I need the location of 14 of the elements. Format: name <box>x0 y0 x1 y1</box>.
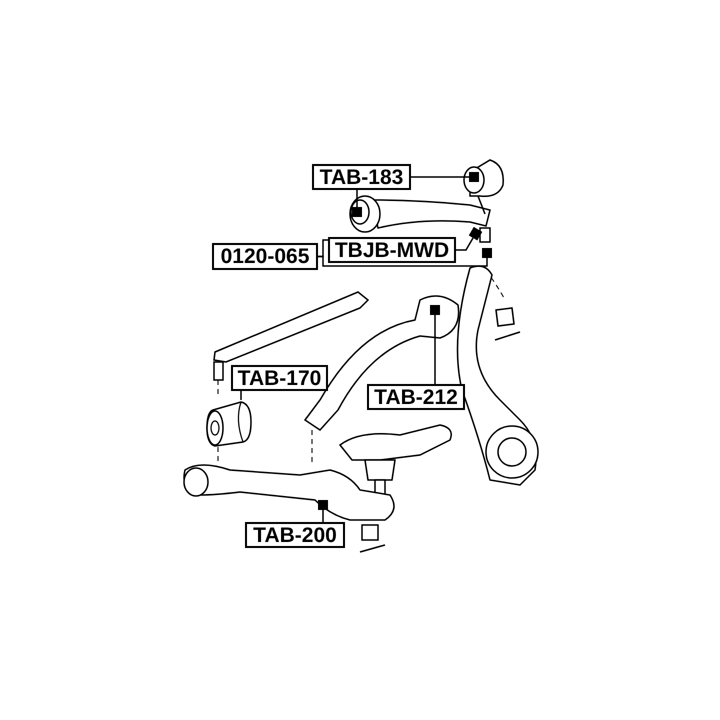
part-number-label: TAB-170 <box>231 365 328 391</box>
leader-line <box>318 239 328 258</box>
part-number-label: TAB-212 <box>367 384 465 410</box>
leader-line <box>240 391 242 400</box>
part-number-label: 0120-065 <box>212 243 318 270</box>
leader-line <box>318 500 328 522</box>
part-number-label: TAB-200 <box>245 522 345 548</box>
part-number-label: TAB-183 <box>312 164 411 190</box>
part-number-label: TBJB-MWD <box>328 237 456 263</box>
bushing-drawing <box>205 400 253 447</box>
leader-line <box>456 226 482 251</box>
leader-line <box>352 190 362 217</box>
leader-line <box>430 305 440 384</box>
leader-line <box>411 172 479 182</box>
